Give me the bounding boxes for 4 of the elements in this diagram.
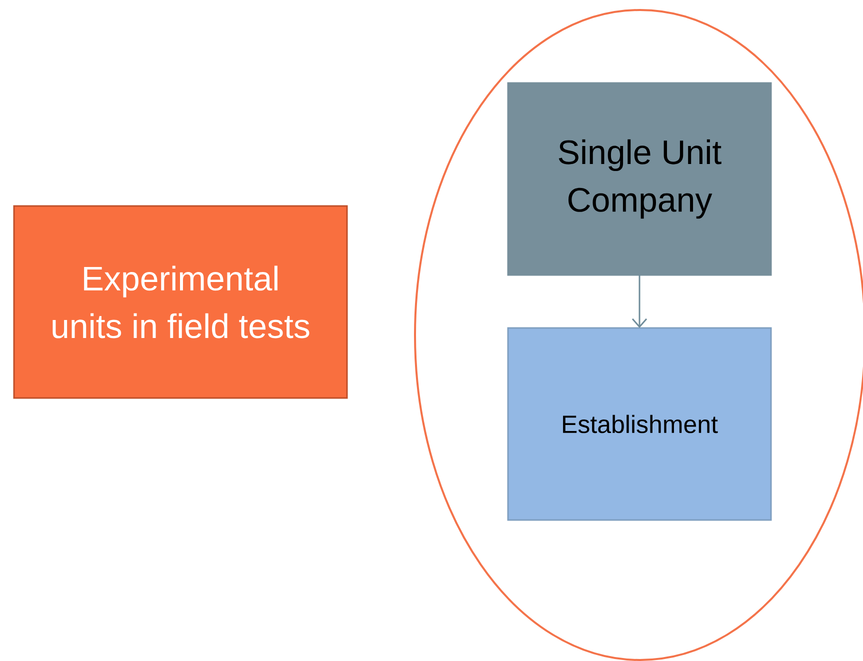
- text-box: Establishment: [507, 327, 772, 521]
- text-box: Experimental units in field tests: [13, 205, 348, 399]
- text-box: Single Unit Company: [507, 82, 772, 276]
- arrow: [632, 275, 648, 328]
